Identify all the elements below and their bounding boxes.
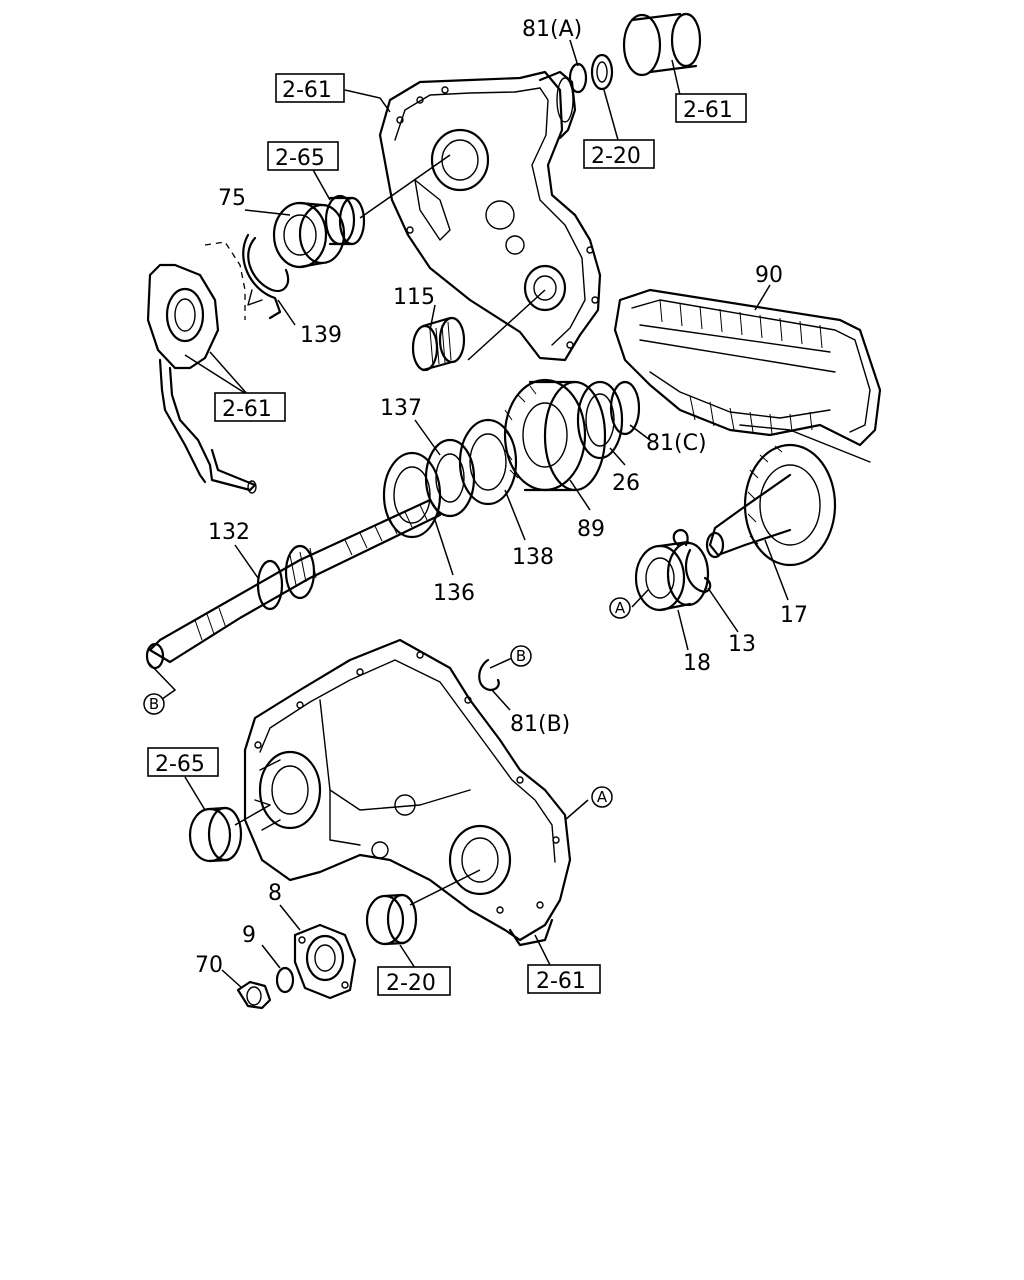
- callout-89: 89: [577, 517, 605, 542]
- callout-75: 75: [218, 186, 246, 211]
- nut-70: [236, 980, 272, 1010]
- ref-box-2-61-top-right: 2-61: [675, 93, 747, 123]
- drive-chain-90: [613, 288, 882, 463]
- svg-text:2-65: 2-65: [275, 146, 325, 171]
- callout-17: 17: [780, 603, 808, 628]
- callout-90: 90: [755, 263, 783, 288]
- mainshaft-132: [145, 498, 442, 670]
- sleeve-2-61: [622, 12, 702, 77]
- callout-139: 139: [300, 323, 342, 348]
- front-cover-housing: [378, 70, 602, 362]
- ref-box-2-20-top: 2-20: [583, 139, 655, 169]
- svg-text:A: A: [615, 599, 626, 617]
- svg-text:B: B: [516, 647, 526, 665]
- snap-ring-81b: [478, 658, 500, 692]
- bearing-18: [634, 540, 710, 612]
- ref-box-2-65-bottom: 2-65: [147, 747, 219, 777]
- thrust-washer-26: [576, 380, 624, 460]
- svg-text:2-61: 2-61: [683, 98, 733, 123]
- callout-labels: 81(A) 75 139 115 90 137 81(C) 26 89 132 …: [195, 17, 808, 978]
- svg-text:2-61: 2-61: [222, 397, 272, 422]
- callout-8: 8: [268, 881, 282, 906]
- shaft-stub-2-65: [324, 194, 366, 246]
- callout-115: 115: [393, 285, 435, 310]
- svg-text:2-61: 2-61: [282, 78, 332, 103]
- reference-boxes: 2-61 2-61 2-65 2-20 2-61 2-65 2-20 2-61: [147, 73, 747, 996]
- circled-markers: A A B B: [143, 597, 631, 808]
- callout-9: 9: [242, 923, 256, 948]
- snap-ring-small: [672, 528, 689, 547]
- marker-b-shaft: B: [143, 693, 165, 715]
- marker-a-housing: A: [591, 786, 613, 808]
- callout-132: 132: [208, 520, 250, 545]
- callout-81b: 81(B): [510, 712, 570, 737]
- svg-text:A: A: [597, 788, 608, 806]
- snap-ring-81c: [609, 380, 641, 436]
- callout-136: 136: [433, 581, 475, 606]
- ref-box-2-61-left: 2-61: [214, 392, 286, 422]
- output-shaft-17: [705, 443, 837, 567]
- callout-138: 138: [512, 545, 554, 570]
- callout-137: 137: [380, 396, 422, 421]
- needle-bearing-115: [411, 316, 466, 372]
- snap-ring-139: [242, 233, 290, 320]
- o-ring-9: [275, 966, 295, 994]
- marker-a-bearing: A: [609, 597, 631, 619]
- ref-box-2-61-bottom: 2-61: [527, 964, 601, 994]
- ref-box-2-65-top: 2-65: [267, 141, 339, 171]
- svg-text:2-61: 2-61: [536, 969, 586, 994]
- rear-case-housing: [243, 638, 572, 947]
- oil-seal-2-20-bottom: [365, 893, 418, 946]
- ref-box-2-61-top: 2-61: [275, 73, 345, 103]
- marker-b-snap-ring: B: [510, 645, 532, 667]
- callout-81a: 81(A): [522, 17, 582, 42]
- svg-text:2-65: 2-65: [155, 752, 205, 777]
- oil-seal-2-65: [188, 806, 243, 863]
- shift-fork-assembly: [146, 241, 257, 494]
- hub-136: [382, 451, 442, 539]
- svg-text:2-20: 2-20: [386, 971, 436, 996]
- callout-13: 13: [728, 632, 756, 657]
- svg-text:B: B: [149, 695, 159, 713]
- callout-18: 18: [683, 651, 711, 676]
- bearing-75: [272, 201, 346, 269]
- thrust-washer-138: [458, 418, 518, 506]
- oil-seal-2-20: [590, 53, 614, 91]
- snap-ring-81a: [568, 62, 588, 94]
- callout-81c: 81(C): [646, 431, 707, 456]
- companion-flange-8: [293, 923, 357, 1000]
- sprocket-gear-89: [503, 378, 607, 492]
- ref-box-2-20-bottom: 2-20: [377, 966, 451, 996]
- leader-lines: [147, 39, 789, 989]
- callout-26: 26: [612, 471, 640, 496]
- svg-text:2-20: 2-20: [591, 144, 641, 169]
- callout-70: 70: [195, 953, 223, 978]
